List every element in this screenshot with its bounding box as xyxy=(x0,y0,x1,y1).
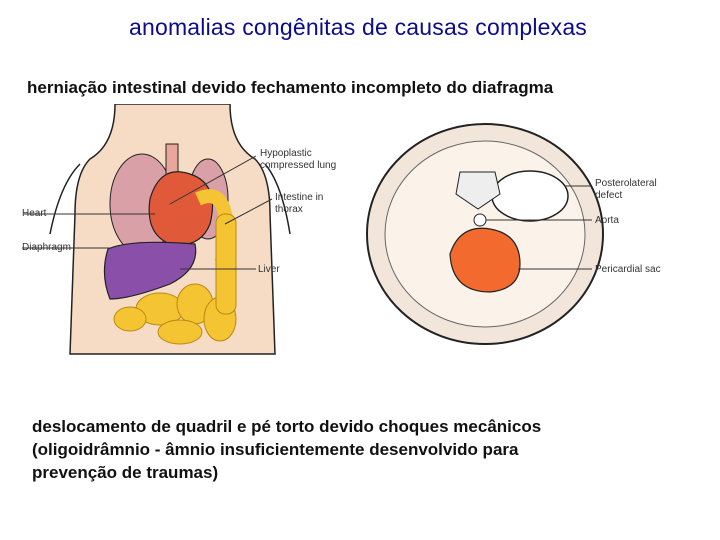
slide-subtitle: herniação intestinal devido fechamento i… xyxy=(27,78,554,97)
slide-caption: deslocamento de quadril e pé torto devid… xyxy=(32,415,672,484)
label-intestine-thorax-2: thorax xyxy=(275,204,303,215)
label-liver: Liver xyxy=(258,264,280,275)
intestines xyxy=(113,213,237,345)
label-diaphragm: Diaphragm xyxy=(22,242,71,253)
caption-line-2: (oligoidrâmnio - âmnio insuficientemente… xyxy=(32,440,519,459)
torso-panel: Hypoplastic compressed lung Intestine in… xyxy=(22,104,336,355)
caption-line-1: deslocamento de quadril e pé torto devid… xyxy=(32,417,542,436)
cross-section-panel: Posterolateral defect Aorta Pericardial … xyxy=(366,123,661,345)
label-pericardial-sac: Pericardial sac xyxy=(595,264,661,275)
label-aorta: Aorta xyxy=(595,215,619,226)
aorta xyxy=(473,213,487,227)
diaphragmatic-hernia-illustration: Hypoplastic compressed lung Intestine in… xyxy=(22,104,661,355)
label-hypoplastic-lung-2: compressed lung xyxy=(260,160,336,171)
slide-title: anomalias congênitas de causas complexas xyxy=(128,14,588,40)
label-heart: Heart xyxy=(22,208,47,219)
label-posterolateral-defect: Posterolateral xyxy=(595,178,657,189)
heart xyxy=(148,171,214,246)
liver xyxy=(103,241,197,300)
label-hypoplastic-lung: Hypoplastic xyxy=(260,148,312,159)
label-posterolateral-defect-2: defect xyxy=(595,190,622,201)
posterolateral-defect xyxy=(491,170,569,222)
pericardial-sac xyxy=(449,227,521,293)
label-intestine-thorax: Intestine in xyxy=(275,192,323,203)
caption-line-3: prevenção de traumas) xyxy=(32,463,219,482)
